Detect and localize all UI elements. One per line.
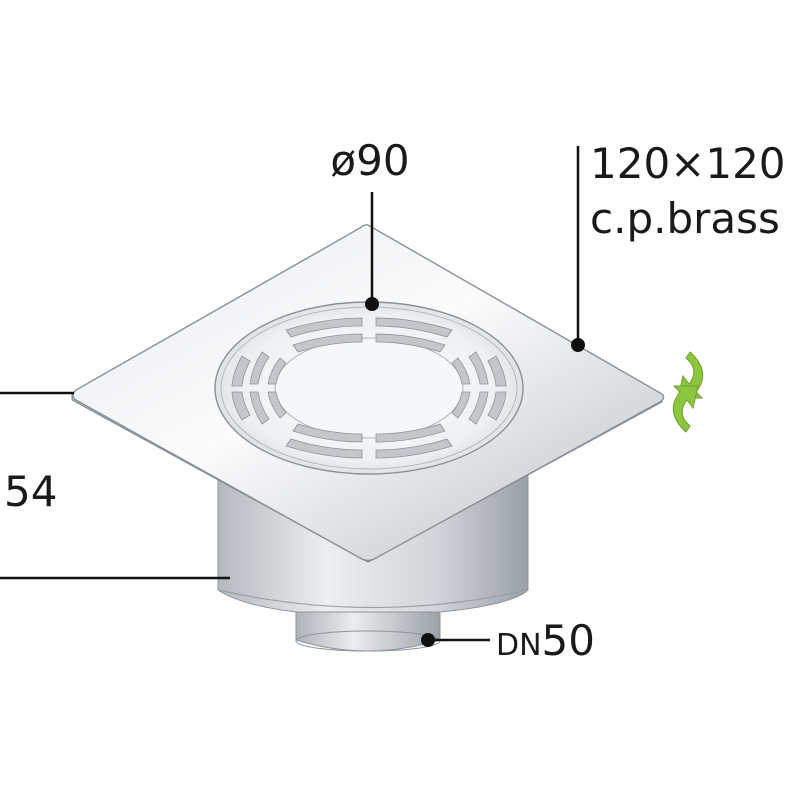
- grate-diameter-label: ø90: [330, 136, 409, 185]
- outlet-prefix: DN: [496, 628, 542, 663]
- leader-plate: [571, 146, 585, 352]
- plate-size-label: 120×120: [590, 139, 786, 188]
- outlet-size: 50: [542, 616, 595, 665]
- leader-outlet: [421, 633, 490, 647]
- plate-material-label: c.p.brass: [590, 194, 780, 243]
- height-dimension-lines: [0, 391, 230, 580]
- leader-diameter: [365, 192, 379, 311]
- outlet-label: DN50: [496, 616, 595, 665]
- rotate-arrows-icon: [672, 351, 704, 433]
- height-label: 54: [4, 467, 57, 516]
- round-grate: [214, 301, 524, 475]
- grate-slots: [231, 317, 507, 459]
